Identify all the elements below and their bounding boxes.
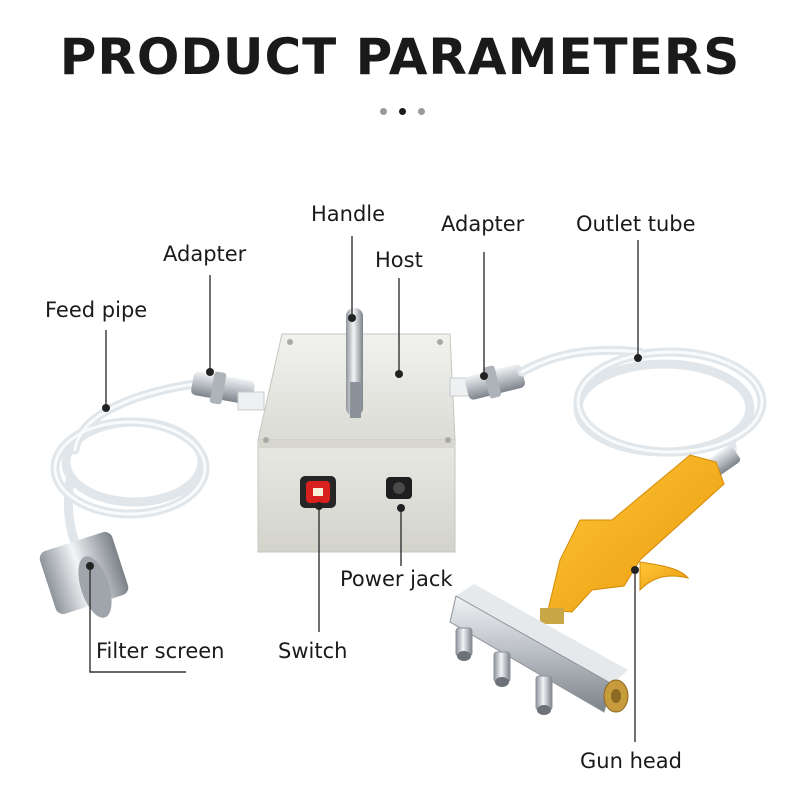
label-adapter-left: Adapter (163, 242, 247, 266)
label-feed-pipe: Feed pipe (45, 298, 148, 322)
handle (346, 308, 363, 418)
pagination-dot-3[interactable] (418, 108, 425, 115)
label-adapter-right: Adapter (441, 212, 525, 236)
pagination-dots (378, 108, 428, 118)
adapter-right (449, 364, 525, 400)
feed-pipe-highlight (53, 382, 207, 516)
callout-lines (89, 236, 639, 742)
outlet-tube (517, 345, 767, 467)
label-gun-head: Gun head (580, 749, 682, 773)
label-host: Host (375, 248, 423, 272)
gun-head (449, 584, 629, 715)
outlet-tube-highlight (520, 348, 764, 454)
feed-pipe (50, 379, 210, 550)
pagination-dot-1[interactable] (380, 108, 387, 115)
label-switch: Switch (278, 639, 348, 663)
spray-gun (540, 445, 741, 624)
power-jack (386, 477, 412, 499)
adapter-left (191, 371, 265, 411)
label-power-jack: Power jack (340, 567, 453, 591)
label-handle: Handle (311, 202, 386, 226)
pagination-dot-2[interactable] (399, 108, 406, 115)
label-filter-screen: Filter screen (96, 639, 225, 663)
switch (300, 476, 336, 508)
filter-screen (39, 531, 129, 618)
label-outlet-tube: Outlet tube (576, 212, 696, 236)
callout-dots (86, 314, 642, 574)
page-title: PRODUCT PARAMETERS (59, 28, 741, 86)
